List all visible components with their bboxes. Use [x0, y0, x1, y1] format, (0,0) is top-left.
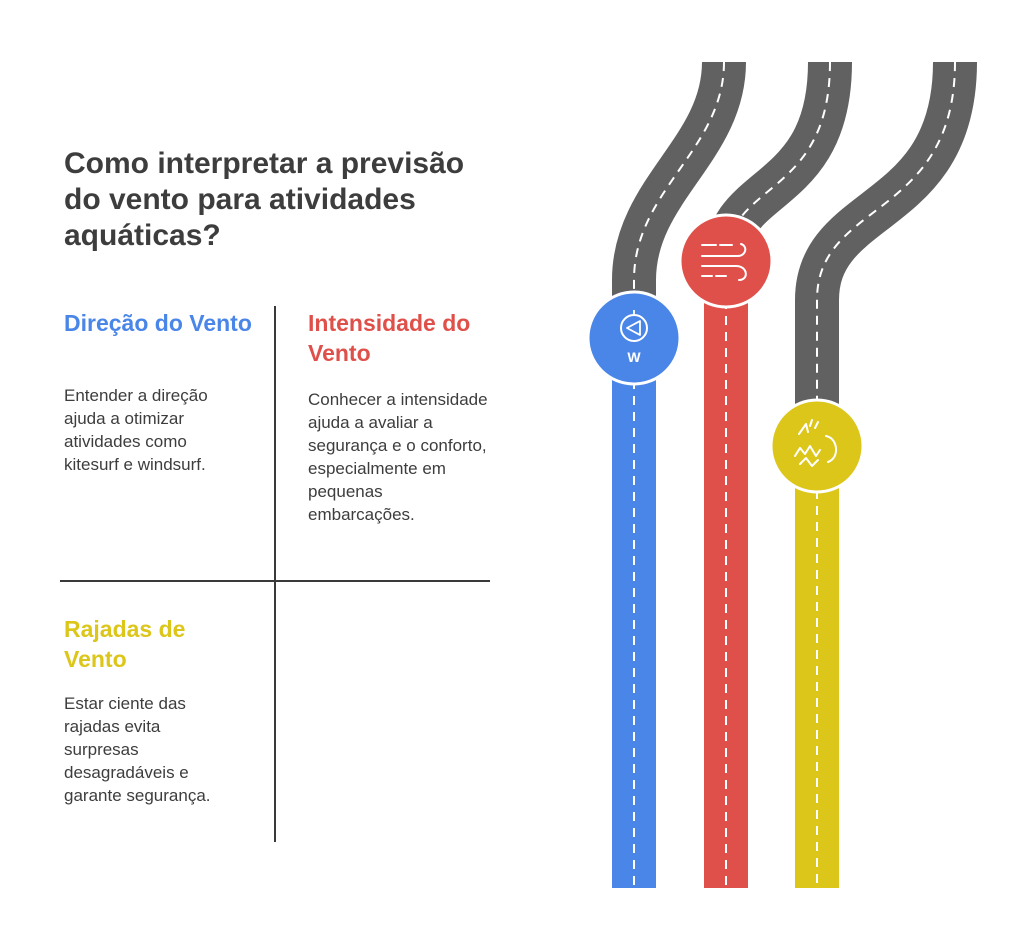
page-title: Como interpretar a previsão do vento par… [64, 147, 465, 252]
section-description-gusts: Estar ciente das rajadas evita surpresas… [64, 694, 211, 805]
gust-icon [769, 398, 865, 494]
section-heading-direction: Direção do Vento [64, 310, 252, 336]
section-heading-gusts: Rajadas de Vento [64, 616, 186, 672]
horizontal-divider [60, 580, 490, 582]
road-red-dashes [725, 61, 831, 263]
compass-letter: W [627, 349, 641, 365]
wind-icon [678, 213, 774, 309]
vertical-divider [274, 306, 276, 842]
section-description-direction: Entender a direção ajuda a otimizar ativ… [64, 386, 208, 474]
section-heading-intensity: Intensidade do Vento [308, 310, 471, 366]
compass-icon: W [586, 290, 682, 386]
road-yellow-dashes [816, 61, 956, 448]
road-blue-dashes [633, 61, 725, 340]
section-description-intensity: Conhecer a intensidade ajuda a avaliar a… [308, 390, 488, 524]
lane-blue [612, 340, 656, 888]
